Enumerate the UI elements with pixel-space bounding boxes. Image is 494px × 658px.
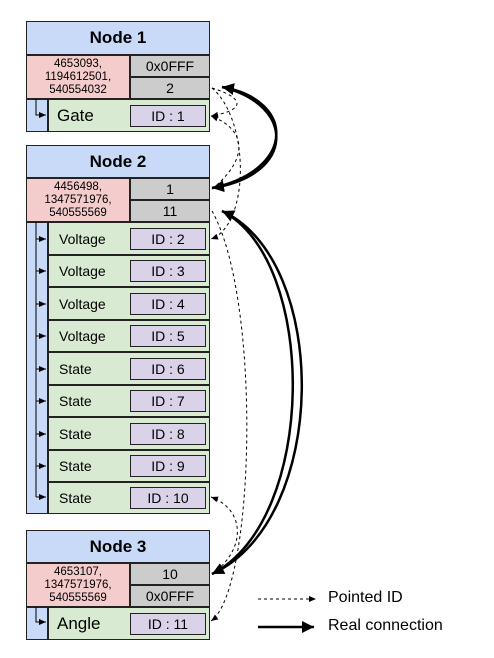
node-2-child-id: ID : 7 (130, 390, 206, 412)
node-2-child-id: ID : 8 (130, 423, 206, 445)
node-2-pointer-2: 11 (130, 200, 210, 222)
legend-real-connection-label: Real connection (328, 617, 443, 634)
node-2-child-id: ID : 3 (130, 260, 206, 282)
tree-connector (35, 607, 46, 625)
pointed-id-arrow (210, 115, 240, 190)
node-3-title: Node 3 (26, 530, 210, 563)
node-2-child-id: ID : 5 (130, 325, 206, 347)
node-2-child-id: ID : 4 (130, 293, 206, 315)
pointed-id-arrow (210, 87, 241, 240)
node-3-address: 4653107, 1347571976, 540555569 (26, 563, 130, 607)
legend-pointed-id-label: Pointed ID (328, 589, 403, 606)
node-3-child-id: ID : 11 (130, 613, 206, 635)
real-connection-arrow (211, 209, 304, 576)
real-connection-arrow (211, 209, 295, 576)
node-2-child-id: ID : 10 (130, 487, 206, 509)
node-2-child-id: ID : 2 (130, 228, 206, 250)
real-connection-arrow (211, 85, 278, 193)
node-2-pointer-1: 1 (130, 178, 210, 200)
node-2-children-bar (26, 222, 48, 514)
real-connection-arrow (211, 83, 278, 190)
node-2-child-id: ID : 6 (130, 358, 206, 380)
node-1-pointer-2: 2 (130, 77, 210, 99)
tree-connector (35, 99, 46, 118)
node-3-pointer-1: 10 (130, 563, 210, 585)
node-2-address: 4456498, 1347571976, 540555569 (26, 178, 130, 222)
node-3-pointer-2: 0x0FFF (130, 585, 210, 607)
node-2-title: Node 2 (26, 145, 210, 178)
node-1-title: Node 1 (26, 21, 210, 55)
node-1-child-id: ID : 1 (130, 105, 206, 127)
node-3-children-bar (26, 607, 48, 640)
pointed-id-arrow (210, 210, 248, 622)
node-1-address: 4653093, 1194612501, 540554032 (26, 55, 130, 99)
node-1-pointer-1: 0x0FFF (130, 55, 210, 77)
node-2-child-id: ID : 9 (130, 455, 206, 477)
pointed-id-arrow (210, 87, 238, 118)
